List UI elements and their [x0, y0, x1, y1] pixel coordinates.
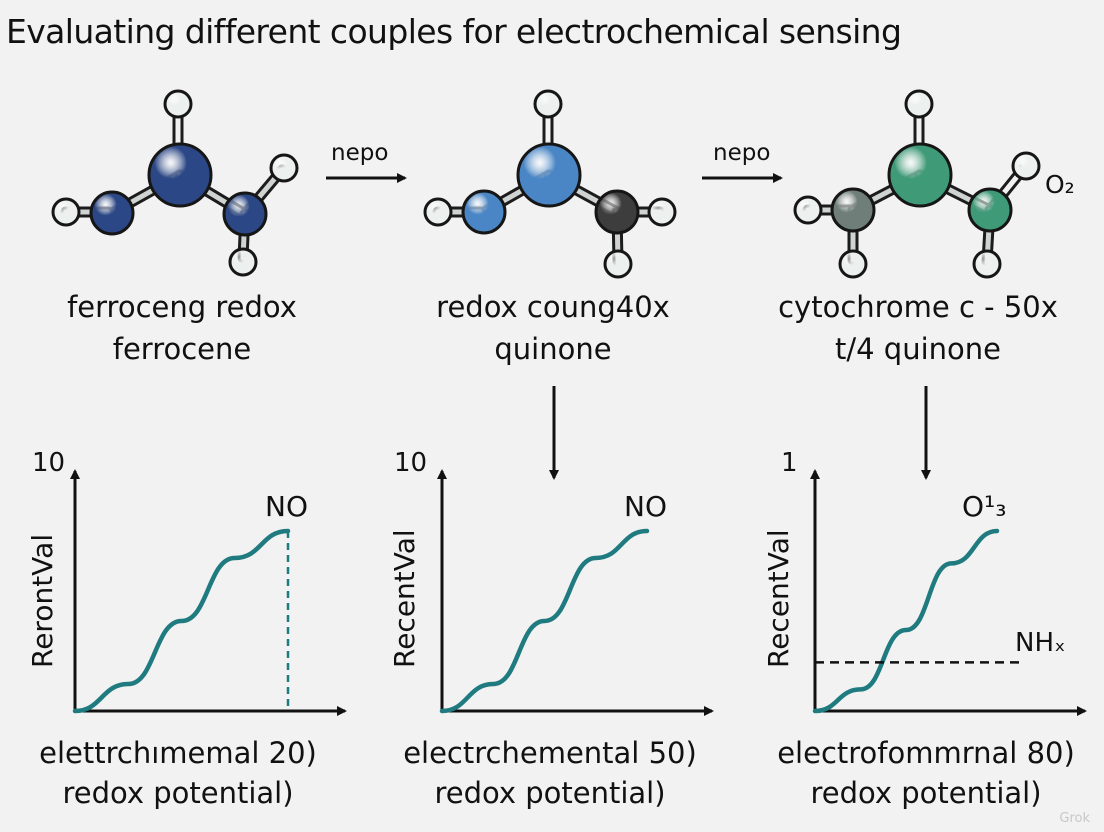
molecule-2-hydrogen-top	[533, 89, 563, 119]
molecule-2-label-line1: redox coung40x	[436, 290, 670, 324]
molecule-2-hydrogen-lower	[603, 249, 633, 279]
arrow-1-label: nepo	[331, 140, 389, 166]
molecule-3-left-atom	[830, 187, 876, 233]
molecule-3-center-atom	[887, 142, 953, 208]
molecule-1-hydrogen-left	[51, 197, 81, 227]
page-title: Evaluating different couples for electro…	[6, 12, 902, 51]
chart-1-xlabel-line1: elettrchımemal 20)	[39, 736, 317, 770]
chart-1-xlabel-line2: redox potential)	[62, 776, 294, 810]
molecule-1-label-line1: ferroceng redox	[67, 290, 297, 324]
chart-3-annotation: O¹₃	[962, 490, 1007, 523]
molecule-1-right-atom	[222, 191, 268, 237]
molecule-3-right-atom	[967, 187, 1013, 233]
molecule-1-hydrogen-lower-right	[228, 247, 258, 277]
molecule-3-oxygen-atom	[1011, 151, 1041, 181]
chart-2-xlabel-line2: redox potential)	[434, 776, 666, 810]
molecule-3-hydrogen-left	[793, 195, 823, 225]
molecule-2-hydrogen-left	[423, 197, 453, 227]
molecule-3-hydrogen-top	[904, 89, 934, 119]
molecule-2-label-line2: quinone	[494, 332, 612, 366]
chart-3-ymax-label: 1	[781, 448, 798, 478]
molecule-1-center-atom	[147, 142, 213, 208]
molecule-1-label-line2: ferrocene	[112, 332, 252, 366]
molecule-3-hydrogen-lower-left	[838, 249, 868, 279]
molecule-3-label-line1: cytochrome c - 50x	[778, 290, 1058, 324]
molecule-2-right-atom	[594, 189, 640, 235]
chart-1-ymax-label: 10	[32, 448, 66, 478]
chart-1-annotation: NO	[265, 490, 308, 523]
chart-3-ylabel: RecentVal	[762, 529, 795, 668]
chart-2-annotation: NO	[624, 490, 667, 523]
chart-2-ymax-label: 10	[394, 448, 428, 478]
chart-3-hline-label: NHₓ	[1015, 628, 1066, 658]
chart-2-ylabel: RecentVal	[388, 529, 421, 668]
chart-1-ylabel: RerontVal	[26, 533, 59, 668]
molecule-1-left-atom	[89, 190, 135, 236]
chart-2-xlabel-line1: electrchemental 50)	[403, 736, 697, 770]
chart-3-xlabel-line2: redox potential)	[810, 776, 1042, 810]
molecule-1-hydrogen-top	[163, 89, 193, 119]
oxygen-label: O₂	[1045, 170, 1075, 199]
molecule-2-left-atom	[461, 189, 507, 235]
watermark: Grok	[1059, 811, 1090, 826]
molecule-3-label-line2: t/4 quinone	[835, 332, 1001, 366]
chart-3-xlabel-line1: electrofommrnal 80)	[777, 736, 1075, 770]
arrow-2-label: nepo	[713, 140, 771, 166]
molecule-2-hydrogen-right	[647, 197, 677, 227]
molecule-3-hydrogen-lower-right	[972, 249, 1002, 279]
molecule-1-hydrogen-upper-right	[269, 153, 299, 183]
chart-3-curve	[812, 528, 1000, 714]
molecule-2-center-atom	[516, 142, 582, 208]
